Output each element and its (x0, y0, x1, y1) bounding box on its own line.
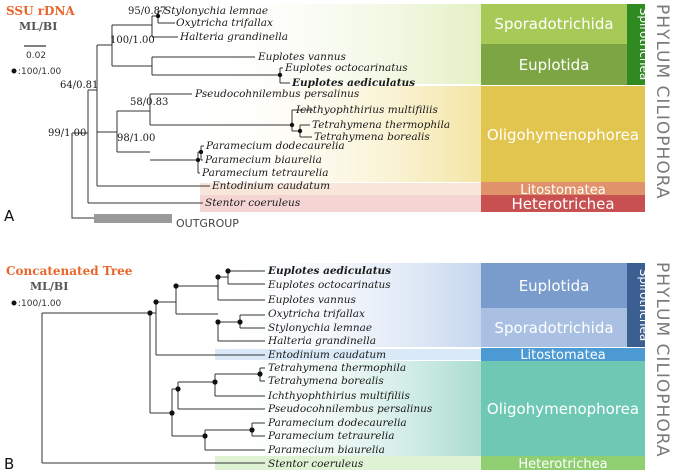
species-label: Euplotes aediculatus (291, 77, 415, 89)
phylum-label: PHYLUM CILIOPHORA (652, 4, 672, 199)
species-label: Paramecium dodecaurelia (267, 417, 407, 429)
support-dot-icon (11, 300, 17, 306)
group-label: Oligohymenophorea (487, 126, 639, 144)
panel-a: Sporadotrichida Euplotida Oligohymenopho… (4, 4, 672, 230)
group-heterotrichea (481, 195, 645, 212)
species-label: Ichthyophthirius multifiliis (267, 390, 410, 402)
spirotrichea-band (210, 263, 481, 347)
node-label: 95/0.87 (128, 6, 166, 17)
tree-b-branches (41, 270, 265, 464)
species-label: Ichthyophthirius multifiliis (295, 104, 438, 116)
tree-a-branches (71, 10, 313, 223)
group-euplotida (481, 263, 627, 308)
litostomatea-band (200, 183, 481, 195)
group-sporadotrichida (481, 4, 627, 44)
species-label: Halteria grandinella (179, 31, 288, 43)
panel-label: A (4, 207, 15, 225)
species-label: Tetrahymena borealis (314, 131, 430, 143)
species-label: Pseudocohnilembus persalinus (267, 403, 433, 415)
species-label: Euplotes aediculatus (267, 265, 391, 277)
group-label: Litostomatea (520, 183, 605, 198)
tree-subtitle: ML/BI (19, 20, 57, 33)
subclass-label: Spirotrichea (637, 269, 651, 342)
group-spirotrichea (627, 263, 645, 347)
node-label: 58/0.83 (130, 97, 168, 108)
node-label: 100/1.00 (110, 35, 155, 46)
legend-text: :100/1.00 (18, 67, 62, 77)
group-heterotrichea (481, 456, 645, 470)
tree-a-species: Stylonychia lemnae Oxytricha trifallax H… (164, 5, 450, 209)
group-oligohymenophorea (481, 361, 645, 456)
tree-subtitle: ML/BI (30, 280, 68, 293)
node-label: 99/1.00 (48, 128, 86, 139)
species-label: Pseudocohnilembus persalinus (194, 88, 360, 100)
species-label: Stentor coeruleus (205, 197, 301, 209)
group-litostomatea (481, 182, 645, 195)
tree-b-support-dots (147, 268, 263, 439)
phylum-label: PHYLUM CILIOPHORA (652, 262, 672, 457)
tree-b-species: Euplotes aediculatus Euplotes octocarina… (267, 265, 433, 470)
species-label: Euplotes octocarinatus (267, 279, 391, 291)
tree-title: SSU rDNA (6, 4, 75, 18)
outgroup-label: OUTGROUP (176, 217, 239, 230)
node-label: 64/0.81 (60, 80, 98, 91)
node-label: 98/1.00 (117, 133, 155, 144)
outgroup-bar (94, 214, 172, 223)
panel-b: Euplotida Sporadotrichida Litostomatea O… (4, 262, 672, 473)
species-label: Halteria grandinella (267, 335, 376, 347)
heterotrichea-band (215, 456, 481, 470)
legend-text: :100/1.00 (18, 299, 62, 309)
group-spirotrichea (627, 4, 645, 85)
species-label: Euplotes vannus (257, 51, 346, 63)
species-label: Paramecium dodecaurelia (205, 140, 345, 152)
group-label: Heterotrichea (511, 195, 614, 213)
species-label: Entodinium caudatum (267, 349, 386, 361)
group-label: Euplotida (519, 277, 590, 295)
spirotrichea-band (190, 4, 481, 84)
species-label: Euplotes vannus (267, 294, 356, 306)
group-label: Sporadotrichida (494, 319, 613, 337)
support-dot-icon (11, 68, 17, 74)
group-sporadotrichida (481, 308, 627, 347)
species-label: Entodinium caudatum (211, 180, 330, 192)
group-label: Oligohymenophorea (487, 400, 639, 418)
species-label: Paramecium tetraurelia (267, 430, 395, 442)
group-label: Sporadotrichida (494, 15, 613, 33)
species-label: Stylonychia lemnae (268, 322, 372, 334)
group-oligohymenophorea (481, 86, 645, 182)
group-label: Litostomatea (520, 348, 605, 363)
group-litostomatea (481, 348, 645, 361)
group-euplotida (481, 44, 627, 85)
species-label: Tetrahymena borealis (268, 375, 384, 387)
species-label: Oxytricha trifallax (268, 308, 365, 320)
tree-a-support-dots (155, 13, 303, 163)
tree-title: Concatenated Tree (6, 264, 133, 278)
oligohymenophorea-band (190, 86, 481, 182)
heterotrichea-band (200, 195, 481, 212)
species-label: Paramecium tetraurelia (201, 167, 329, 179)
panel-label: B (4, 455, 14, 473)
species-label: Stentor coeruleus (268, 458, 364, 470)
species-label: Tetrahymena thermophila (268, 362, 406, 374)
species-label: Stylonychia lemnae (164, 5, 268, 17)
species-label: Tetrahymena thermophila (312, 119, 450, 131)
species-label: Paramecium biaurelia (204, 154, 322, 166)
species-label: Oxytricha trifallax (176, 17, 273, 29)
litostomatea-band (215, 349, 481, 360)
species-label: Euplotes octocarinatus (284, 62, 408, 74)
species-label: Paramecium biaurelia (267, 444, 385, 456)
scale-value: 0.02 (26, 51, 46, 61)
subclass-label: Spirotrichea (637, 8, 651, 81)
group-label: Heterotrichea (518, 457, 607, 472)
group-label: Euplotida (519, 56, 590, 74)
